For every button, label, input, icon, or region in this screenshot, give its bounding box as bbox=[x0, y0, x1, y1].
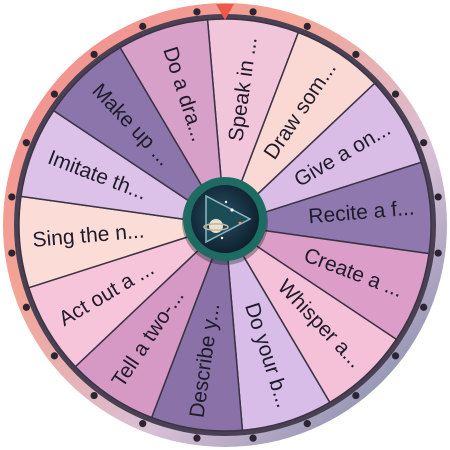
wheel-peg bbox=[249, 434, 257, 442]
wheel-pegs bbox=[8, 8, 442, 442]
wheel-peg bbox=[434, 193, 442, 201]
wheel-peg bbox=[434, 249, 442, 257]
wheel-peg bbox=[8, 193, 16, 201]
wheel-segment bbox=[119, 18, 226, 226]
wheel-peg bbox=[50, 352, 59, 360]
wheel-peg bbox=[420, 303, 428, 311]
wheel-peg bbox=[420, 139, 428, 147]
wheel-peg bbox=[8, 249, 16, 257]
wheel-peg bbox=[193, 434, 201, 442]
wheel-peg bbox=[352, 391, 360, 400]
wheel-peg bbox=[352, 50, 360, 59]
wheel-peg bbox=[249, 8, 257, 16]
wheel-peg bbox=[22, 139, 30, 147]
wheel-peg bbox=[303, 22, 311, 30]
space-planet-play-icon bbox=[203, 194, 252, 244]
wheel-peg bbox=[90, 50, 98, 59]
wheel-segments bbox=[18, 18, 432, 432]
wheel-peg bbox=[303, 420, 311, 428]
wheel-peg bbox=[50, 90, 59, 98]
spin-button[interactable] bbox=[182, 177, 268, 265]
wheel-peg bbox=[391, 352, 400, 360]
wheel-peg bbox=[391, 90, 400, 98]
wheel-peg bbox=[90, 391, 98, 400]
wheel-pointer bbox=[216, 4, 234, 20]
wheel-peg bbox=[139, 420, 147, 428]
wheel-peg bbox=[139, 22, 147, 30]
wheel-peg bbox=[193, 8, 201, 16]
wheel-peg bbox=[22, 303, 30, 311]
